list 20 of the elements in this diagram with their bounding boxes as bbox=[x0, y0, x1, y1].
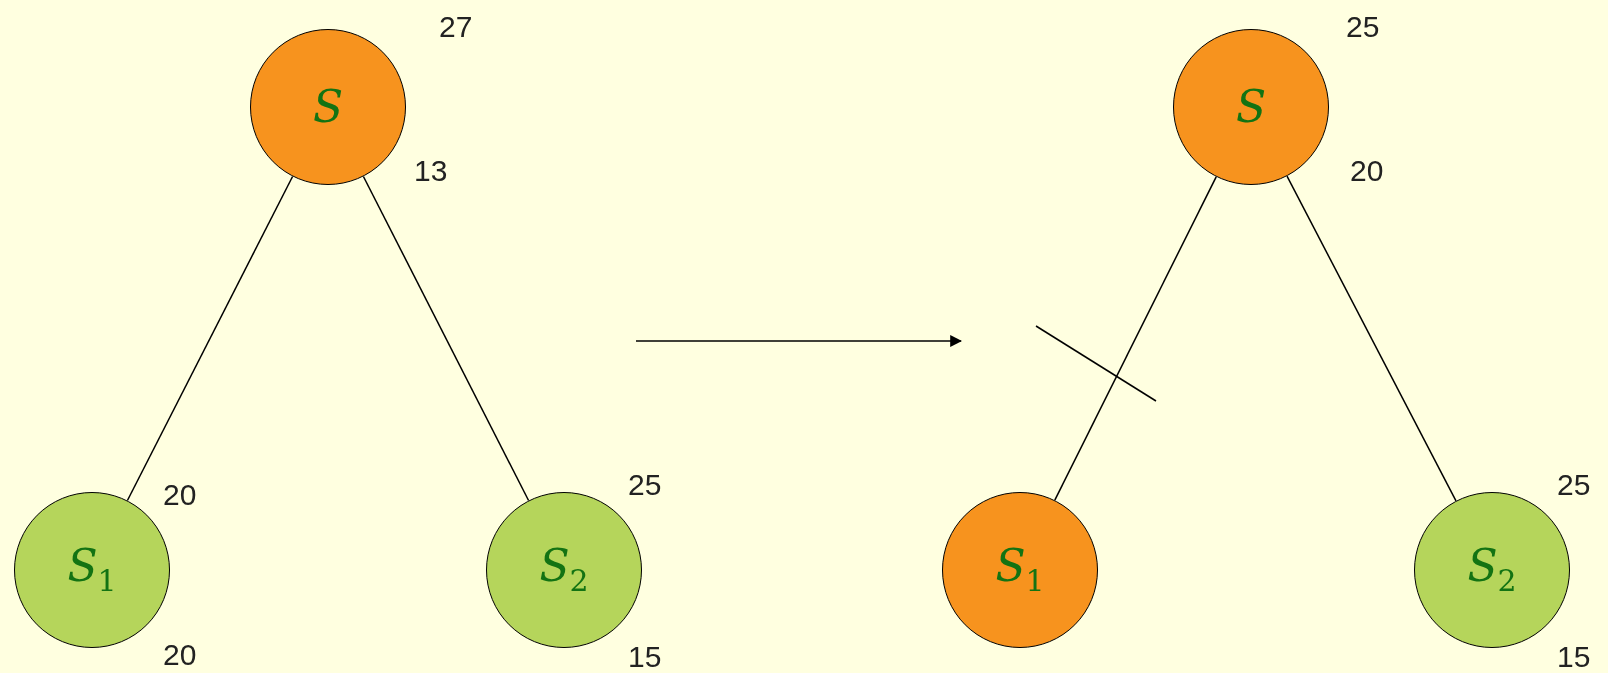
tree-edge bbox=[126, 175, 294, 502]
value-label: 27 bbox=[439, 12, 473, 42]
value-label: 15 bbox=[1557, 642, 1591, 672]
value-label: 20 bbox=[163, 640, 197, 670]
node-label: S$_{1}$ bbox=[67, 544, 117, 596]
node-label: S$_{2}$ bbox=[539, 544, 589, 596]
value-label: 20 bbox=[1350, 156, 1384, 186]
node-label: S$_{2}$ bbox=[1467, 544, 1517, 596]
value-label: 13 bbox=[414, 156, 448, 186]
tree-edge bbox=[1054, 176, 1217, 501]
value-label: 25 bbox=[1557, 470, 1591, 500]
tree-edge bbox=[362, 175, 530, 502]
node-label: S bbox=[1235, 85, 1267, 129]
value-label: 15 bbox=[628, 642, 662, 672]
value-label: 25 bbox=[1346, 12, 1380, 42]
node-label: S$_{1}$ bbox=[995, 544, 1045, 596]
node-label: S bbox=[312, 85, 344, 129]
value-label: 20 bbox=[163, 480, 197, 510]
value-label: 25 bbox=[628, 470, 662, 500]
tree-edge bbox=[1286, 175, 1457, 502]
